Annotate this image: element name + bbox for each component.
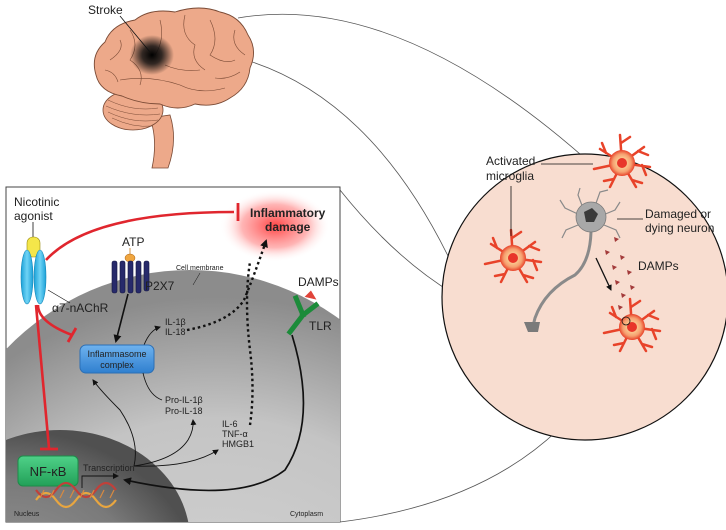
tlr-label: TLR — [309, 319, 332, 333]
microglia-bottom — [602, 297, 662, 353]
cerebrum — [93, 7, 254, 109]
inflammasome-label-line1: Inflammasome — [87, 349, 146, 359]
p2x7-receptor — [111, 260, 150, 294]
microglia-top — [592, 133, 652, 189]
nfkb-box — [17, 455, 79, 487]
inflammatory-glow — [220, 190, 330, 262]
inflammatory-damage-label-line1: Inflammatory — [250, 206, 326, 220]
a7-nachr-subunit-right — [33, 249, 47, 305]
stroke-pointer — [119, 15, 151, 53]
cell-signaling-panel: Nicotinic agonist α7-nAChR Inflammatory … — [5, 186, 341, 523]
stroke-lesion — [130, 35, 174, 75]
brain-illustration: Stroke — [88, 3, 254, 169]
receptor-pointer — [47, 289, 71, 304]
il-1b-label: IL-1β — [165, 317, 186, 327]
transcription-to-inflammasome-arrow — [92, 379, 136, 467]
il-18-label: IL-18 — [165, 327, 186, 337]
inflammasome-label-line2: complex — [100, 360, 134, 370]
damaged-neuron-label-line2: dying neuron — [645, 221, 714, 235]
cerebellum-folds — [105, 99, 161, 127]
nucleus-label: Nucleus — [14, 511, 40, 518]
cell-membrane-label: Cell membrane — [176, 265, 224, 272]
transcription-label: Transcription — [83, 463, 135, 473]
inflammasome-complex-box — [79, 344, 155, 374]
damaged-neuron — [524, 187, 621, 332]
cytoplasm-label: Cytoplasm — [290, 511, 323, 518]
dna-helix — [35, 481, 117, 509]
tnf-a-label: TNF-α — [222, 429, 248, 439]
neuron-axon — [531, 231, 593, 327]
atp-label: ATP — [122, 235, 144, 249]
il-6-label: IL-6 — [222, 419, 238, 429]
nicotinic-agonist-label-line2: agonist — [14, 209, 53, 223]
inflammatory-damage-label-line2: damage — [265, 220, 311, 234]
tlr-to-nucleus-arrow — [123, 334, 305, 492]
magnified-brain-tissue: Activated microglia Damaged or dying neu… — [441, 133, 726, 441]
activated-microglia-label-line1: Activated — [486, 154, 535, 168]
transcription-start-arrow — [81, 473, 119, 488]
zoom-connector-top — [237, 13, 599, 171]
brain-stem — [149, 114, 174, 169]
nfkb-label: NF-κB — [30, 464, 67, 479]
neuron-dendrites — [559, 187, 621, 239]
membrane-pointer — [192, 272, 201, 286]
hmgb1-label: HMGB1 — [222, 439, 254, 449]
stroke-label: Stroke — [88, 3, 123, 17]
damps-to-microglia-arrow — [595, 257, 612, 291]
inhibit-nfkb — [34, 304, 51, 449]
inflammasome-to-pro-il-line — [142, 372, 163, 401]
nicotinic-agonist-label-line1: Nicotinic — [14, 195, 59, 209]
nicotinic-agonist-molecule — [26, 236, 41, 258]
neuron-terminal — [524, 322, 540, 332]
cytokines-to-damage-dotted — [245, 261, 254, 426]
transcription-to-pro-il-arrow — [133, 419, 197, 467]
damps-particles — [605, 237, 635, 310]
damps-label-cell: DAMPs — [298, 275, 339, 289]
inhibit-bar-inflammasome — [66, 327, 78, 343]
inflammasome-to-il-arrow — [143, 325, 161, 346]
transcription-to-cytokines-arrow — [133, 449, 219, 467]
neuron-fragmented-nucleus — [584, 208, 598, 222]
inhibit-inflammatory-damage — [45, 210, 235, 261]
magnified-circle — [441, 153, 726, 441]
damaged-neuron-label-line1: Damaged or — [645, 207, 711, 221]
pro-il-18-label: Pro-IL-18 — [165, 406, 203, 416]
a7-nachr-subunit-left — [20, 249, 34, 305]
damps-label-circle: DAMPs — [638, 259, 679, 273]
activated-microglia-label-line2: microglia — [486, 169, 534, 183]
pro-il-1b-label: Pro-IL-1β — [165, 395, 203, 405]
damp-molecule-cell — [303, 289, 318, 301]
a7-nachr-label: α7-nAChR — [52, 301, 109, 315]
inhibit-inflammasome — [36, 304, 73, 337]
brain-gyri — [104, 14, 246, 92]
p2x7-to-inflammasome-arrow — [113, 293, 129, 343]
p2x7-label: P2X7 — [145, 279, 175, 293]
il-to-damage-dotted — [186, 239, 268, 332]
tlr-receptor — [286, 294, 320, 336]
